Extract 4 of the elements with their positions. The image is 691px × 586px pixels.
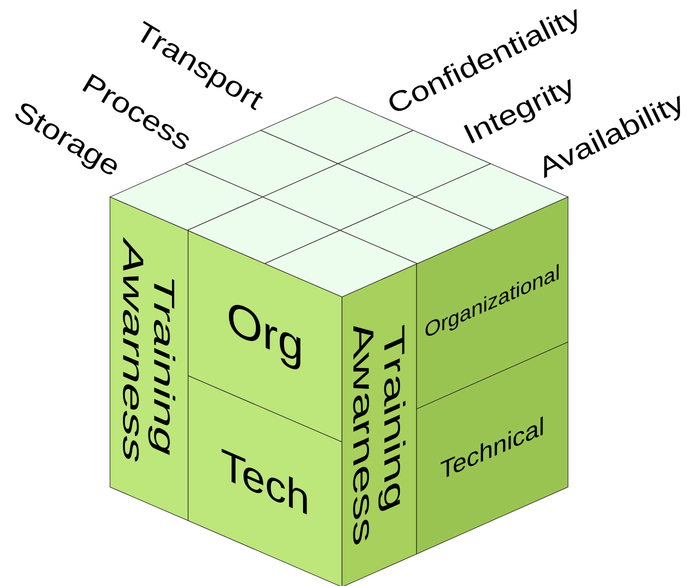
face-panel: Org [188, 230, 342, 442]
face-panel: Training Awarness [342, 264, 417, 586]
face-panel: Training Awarness [110, 196, 188, 522]
face-panel: Tech [188, 375, 342, 586]
